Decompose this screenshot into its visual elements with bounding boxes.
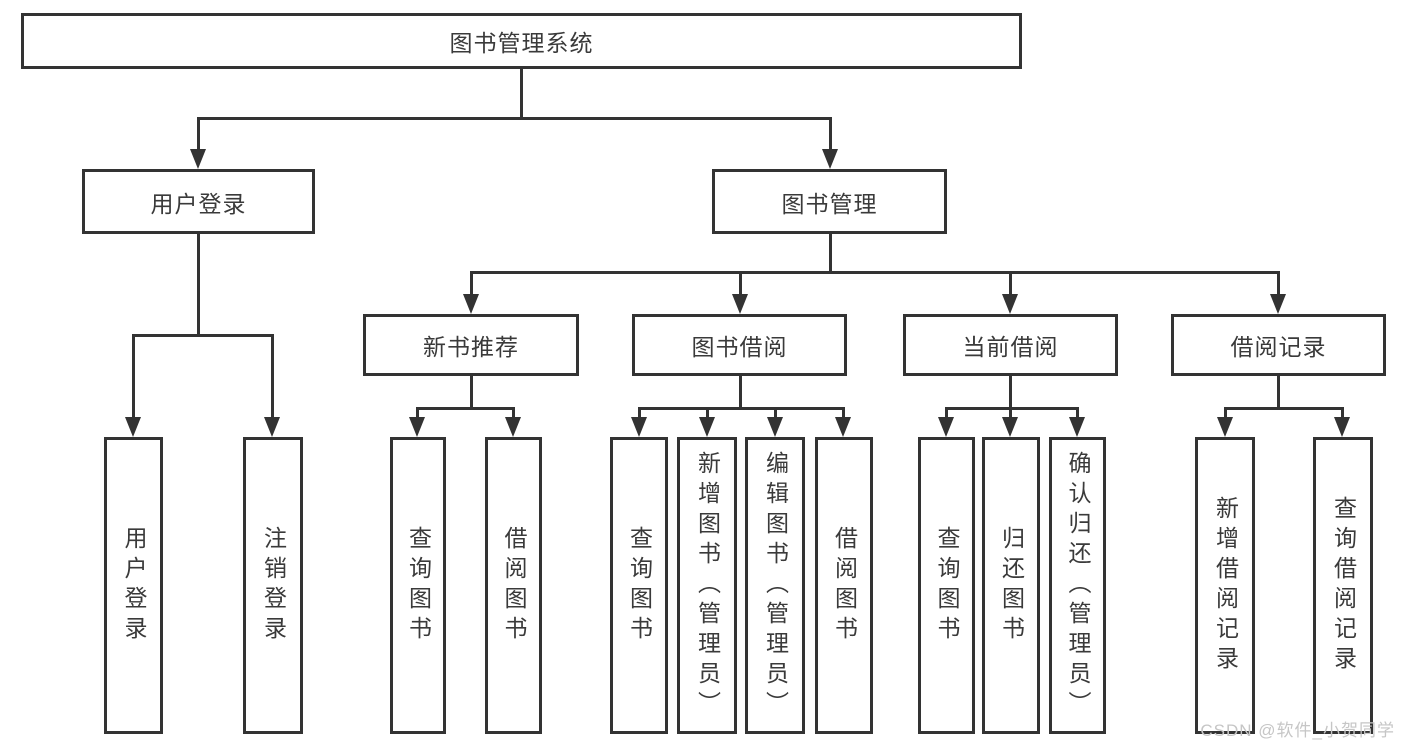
connector-drop-bb-borrow (842, 407, 845, 421)
connector-drop-leaf-logout (271, 334, 274, 420)
connector-rec-branch (416, 407, 515, 410)
arrow-down-new-book (463, 294, 479, 314)
connector-br-stem (1277, 376, 1280, 410)
arrow-down-bb-borrow (835, 417, 851, 437)
node-book-management: 图书管理 (712, 169, 947, 234)
leaf-bb-query-book: 查询图书 (610, 437, 668, 734)
leaf-rec-borrow-book: 借阅图书 (485, 437, 542, 734)
node-root: 图书管理系统 (21, 13, 1022, 69)
leaf-br-add-record: 新增借阅记录 (1195, 437, 1255, 734)
connector-root-branch (197, 117, 832, 120)
leaf-user-login: 用户登录 (104, 437, 163, 734)
connector-drop-cb-confirm (1076, 407, 1079, 421)
connector-cb-branch (945, 407, 1079, 410)
watermark: CSDN @软件_小贺同学 (1200, 721, 1395, 740)
leaf-cb-confirm-return: 确认归还（管理员） (1049, 437, 1106, 734)
connector-bb-branch (638, 407, 845, 410)
arrow-down-leaf-login (125, 417, 141, 437)
connector-drop-bb-add (706, 407, 709, 421)
arrow-down-cb-query (938, 417, 954, 437)
connector-drop-records (1277, 271, 1280, 298)
arrow-down-cb-return (1002, 417, 1018, 437)
connector-drop-cur-borrow (1009, 271, 1012, 298)
connector-drop-br-query (1341, 407, 1344, 421)
connector-drop-cb-return (1009, 407, 1012, 421)
arrow-down-leaf-logout (264, 417, 280, 437)
arrow-down-rec-query (409, 417, 425, 437)
leaf-bb-add-book: 新增图书（管理员） (677, 437, 737, 734)
connector-drop-bb-edit (774, 407, 777, 421)
connector-cb-stem (1009, 376, 1012, 410)
leaf-logout: 注销登录 (243, 437, 303, 734)
leaf-rec-query-book: 查询图书 (390, 437, 446, 734)
connector-drop-rec-query (416, 407, 419, 421)
connector-root-stem (520, 69, 523, 120)
connector-bb-stem (739, 376, 742, 410)
arrow-down-br-query (1334, 417, 1350, 437)
arrow-down-book-mgmt (822, 149, 838, 169)
connector-rec-stem (470, 376, 473, 410)
node-current-borrow: 当前借阅 (903, 314, 1118, 376)
arrow-down-br-add (1217, 417, 1233, 437)
connector-drop-book-borrow (739, 271, 742, 298)
connector-drop-bb-query (638, 407, 641, 421)
connector-drop-user-login (197, 117, 200, 153)
leaf-cb-query-book: 查询图书 (918, 437, 975, 734)
node-user-login: 用户登录 (82, 169, 315, 234)
node-new-book-recommend: 新书推荐 (363, 314, 579, 376)
connector-book-mgmt-stem (829, 234, 832, 274)
arrow-down-user-login (190, 149, 206, 169)
connector-drop-rec-borrow (512, 407, 515, 421)
connector-book-mgmt-branch (470, 271, 1280, 274)
node-borrow-records: 借阅记录 (1171, 314, 1386, 376)
connector-drop-br-add (1224, 407, 1227, 421)
arrow-down-cur-borrow (1002, 294, 1018, 314)
leaf-cb-return-book: 归还图书 (982, 437, 1040, 734)
connector-drop-leaf-login (132, 334, 135, 420)
leaf-bb-edit-book: 编辑图书（管理员） (745, 437, 805, 734)
arrow-down-records (1270, 294, 1286, 314)
connector-drop-new-book (470, 271, 473, 298)
arrow-down-bb-query (631, 417, 647, 437)
leaf-bb-borrow-book: 借阅图书 (815, 437, 873, 734)
arrow-down-book-borrow (732, 294, 748, 314)
node-book-borrow: 图书借阅 (632, 314, 847, 376)
connector-drop-cb-query (945, 407, 948, 421)
connector-user-login-branch (132, 334, 273, 337)
arrow-down-cb-confirm (1069, 417, 1085, 437)
connector-drop-book-mgmt (829, 117, 832, 153)
arrow-down-rec-borrow (505, 417, 521, 437)
connector-br-branch (1224, 407, 1344, 410)
arrow-down-bb-edit (767, 417, 783, 437)
leaf-br-query-record: 查询借阅记录 (1313, 437, 1373, 734)
arrow-down-bb-add (699, 417, 715, 437)
connector-user-login-stem (197, 234, 200, 337)
